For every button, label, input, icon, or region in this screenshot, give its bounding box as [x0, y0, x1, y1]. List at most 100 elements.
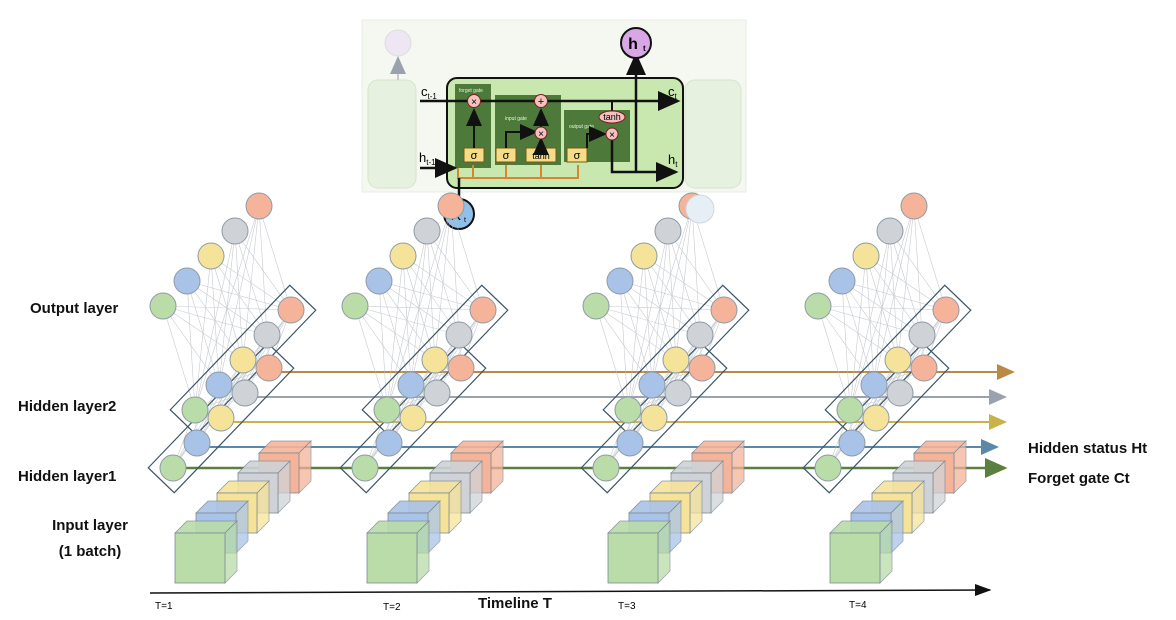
input-gate-label: input gate [505, 116, 527, 122]
hidden-layer1-node-5 [688, 354, 716, 382]
hidden-layer1-node-1 [351, 454, 379, 482]
tick-t1: T=1 [155, 601, 173, 612]
tick-t4: T=4 [849, 600, 867, 611]
output-layer-node-5 [437, 192, 465, 220]
output-layer-node-3 [197, 242, 225, 270]
svg-text:t: t [643, 44, 646, 53]
hidden-layer1-label: Hidden layer1 [18, 468, 117, 485]
output-layer-node-4 [654, 217, 682, 245]
input-cube-1 [174, 520, 238, 584]
tick-t2: T=2 [383, 602, 401, 613]
hidden-layer1-node-2 [183, 429, 211, 457]
output-layer-node-2 [606, 267, 634, 295]
timestep-4 [802, 192, 972, 584]
svg-text:tanh: tanh [603, 112, 621, 122]
hidden-layer2-node-4 [445, 321, 473, 349]
forget-sigma: σ [471, 150, 478, 162]
c-next-label: ct [668, 84, 678, 101]
hidden-layer2-node-2 [205, 371, 233, 399]
timestep-3 [580, 192, 750, 584]
output-layer-node-3 [389, 242, 417, 270]
hidden-layer1-node-4 [664, 379, 692, 407]
forget-gate-label: forget gate [459, 88, 483, 94]
prev-cell-ghost [367, 79, 417, 189]
lstm-cell: forget gate input gate output gate σ [361, 19, 747, 230]
hidden-layer1-node-4 [886, 379, 914, 407]
timeline: T=1 T=2 T=3 T=4 [149, 584, 992, 613]
output-sigma-box [566, 147, 588, 163]
output-layer-node-2 [365, 267, 393, 295]
h-prev-ghost-node [384, 29, 412, 57]
gate-input-bus [457, 165, 579, 179]
h-prev-label: ht-1 [419, 150, 436, 167]
timestep-2 [339, 192, 509, 584]
hidden-layer2-node-3 [421, 346, 449, 374]
input-sigma: σ [503, 150, 510, 162]
output-layer-node-2 [173, 267, 201, 295]
svg-text:×: × [538, 129, 544, 140]
hidden-layer2-node-4 [253, 321, 281, 349]
hidden-layer1-node-5 [910, 354, 938, 382]
svg-text:+: + [538, 96, 544, 108]
hidden-layer1-node-1 [159, 454, 187, 482]
output-layer-node-4 [876, 217, 904, 245]
hidden-layer1-box [580, 342, 728, 494]
hidden-layer2-box [361, 284, 509, 436]
input-layer-batch-label: (1 batch) [58, 543, 122, 560]
h-next-label: ht [668, 152, 678, 169]
input-cube-1 [607, 520, 671, 584]
output-layer-node-3 [630, 242, 658, 270]
output-layer-node-3 [852, 242, 880, 270]
tick-t3: T=3 [618, 601, 636, 612]
hidden-layer2-node-2 [638, 371, 666, 399]
forget-multiply [467, 94, 481, 108]
hidden-layer1-box [339, 342, 487, 494]
hidden-layer2-node-5 [932, 296, 960, 324]
output-layer-node-1 [341, 292, 369, 320]
input-cube-1 [829, 520, 893, 584]
svg-text:t: t [464, 217, 466, 224]
hidden-layer1-node-5 [255, 354, 283, 382]
hidden-layer2-node-4 [908, 321, 936, 349]
output-tanh [598, 110, 626, 124]
ht-node [620, 27, 652, 59]
hidden-layer2-box [824, 284, 972, 436]
output-layer-node-4 [221, 217, 249, 245]
hidden-layer2-node-1 [373, 396, 401, 424]
hidden-layer1-node-2 [375, 429, 403, 457]
hidden-layer2-node-4 [686, 321, 714, 349]
output-multiply [605, 127, 619, 141]
svg-text:×: × [609, 130, 615, 141]
next-cell-ghost [684, 79, 742, 189]
output-layer-node-1 [804, 292, 832, 320]
output-layer-node-4 [413, 217, 441, 245]
hidden-layer2-node-3 [884, 346, 912, 374]
input-multiply [534, 126, 548, 140]
hidden-layer2-node-2 [860, 371, 888, 399]
output-layer-node-2 [828, 267, 856, 295]
hidden-layer1-node-3 [640, 404, 668, 432]
hidden-layer2-node-3 [662, 346, 690, 374]
hidden-layer2-node-5 [710, 296, 738, 324]
hidden-layer2-label: Hidden layer2 [18, 398, 117, 415]
hidden-layer1-node-1 [592, 454, 620, 482]
hidden-layer2-node-1 [614, 396, 642, 424]
output-layer-node-1 [149, 292, 177, 320]
hidden-layer1-box [147, 342, 295, 494]
output-layer-node-1 [582, 292, 610, 320]
hidden-layer2-node-3 [229, 346, 257, 374]
input-cube-1 [366, 520, 430, 584]
hidden-layer1-node-2 [616, 429, 644, 457]
output-gate-label: output gate [569, 124, 594, 130]
output-layer-node-5 [245, 192, 273, 220]
hidden-layer2-box [602, 284, 750, 436]
cell-add [534, 94, 548, 108]
timeline-title: Timeline T [478, 595, 552, 612]
hidden-layer1-node-3 [399, 404, 427, 432]
timestep-stacks [147, 192, 972, 584]
output-layer-label: Output layer [30, 300, 119, 317]
hidden-layer2-node-1 [181, 396, 209, 424]
svg-text:h: h [628, 36, 638, 53]
hidden-layer2-node-2 [397, 371, 425, 399]
